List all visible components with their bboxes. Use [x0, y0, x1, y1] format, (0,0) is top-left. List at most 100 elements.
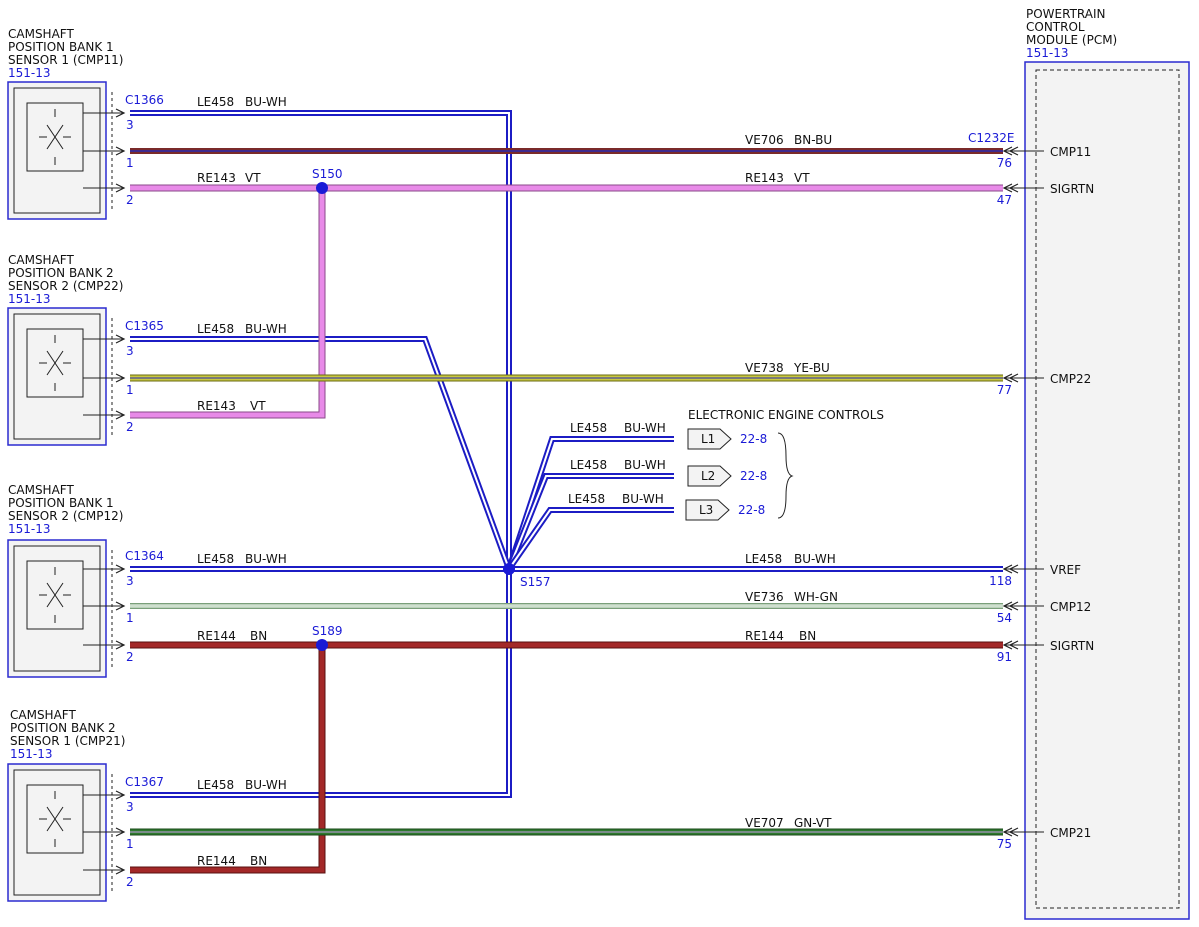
pcm-pin-number: 118: [989, 574, 1012, 588]
sensor-connector-label: C1365: [125, 319, 164, 333]
pin-arrow-icon: [115, 790, 126, 800]
hall-element-icon: [39, 791, 71, 847]
wire-label-circuit: VE706: [745, 133, 784, 147]
splice-dot-s150: [316, 182, 328, 194]
wire-label-circuit: LE458: [570, 421, 607, 435]
pcm-pin: 118 VREF: [989, 563, 1081, 588]
eec-brace: [777, 432, 794, 519]
pcm-pin-number: 47: [997, 193, 1012, 207]
eec-ref-link[interactable]: 22-8: [738, 503, 765, 517]
wire-re144-sensor4-edge: [130, 645, 326, 874]
pcm-connector-label: C1232E: [968, 131, 1015, 145]
sensor-title-line: POSITION BANK 1: [8, 40, 114, 54]
wire-label-circuit: RE143: [197, 171, 236, 185]
sensor-ref: 151-13: [8, 292, 51, 306]
pcm-title-line-1: POWERTRAIN: [1026, 7, 1106, 21]
sensor-pin-number: 2: [126, 193, 134, 207]
wire-le458-branch-l3-core: [508, 509, 674, 570]
eec-ref-link[interactable]: 22-8: [740, 432, 767, 446]
pcm-pin-name: VREF: [1050, 563, 1081, 577]
pcm-pin-name: SIGRTN: [1050, 639, 1094, 653]
sensor-pin-number: 1: [126, 383, 134, 397]
wire-label-circuit: LE458: [570, 458, 607, 472]
pcm-pin-layer: 76CMP1147SIGRTN77CMP22118VREF54CMP1291SI…: [989, 145, 1094, 851]
sensor-title-line: SENSOR 1 (CMP11): [8, 53, 123, 67]
wire-label-color: WH-GN: [794, 590, 838, 604]
pin-arrow-icon: [1002, 373, 1019, 383]
sensor-title-line: SENSOR 2 (CMP12): [8, 509, 123, 523]
wire-label-circuit: RE143: [745, 171, 784, 185]
sensor-pin-number: 1: [126, 837, 134, 851]
eec-title: ELECTRONIC ENGINE CONTROLS: [688, 408, 884, 422]
bu-wh-harness: [130, 110, 1003, 798]
hall-element-icon: [39, 335, 71, 391]
hall-element-icon: [39, 109, 71, 165]
pcm-pin-name: CMP22: [1050, 372, 1091, 386]
wire-re143-sensor2: [130, 188, 325, 418]
sensor-title-line: POSITION BANK 2: [10, 721, 116, 735]
pin-arrow-icon: [115, 334, 126, 344]
pin-arrow-icon: [115, 108, 126, 118]
splice-label-s157: S157: [520, 575, 551, 589]
pcm-pin-number: 76: [997, 156, 1012, 170]
wire-label-color: BN: [250, 629, 267, 643]
wire-label-circuit: RE143: [197, 399, 236, 413]
wire-label-color: BU-WH: [622, 492, 664, 506]
sensor-title-line: CAMSHAFT: [8, 483, 74, 497]
sensor-connector-label: C1364: [125, 549, 164, 563]
wire-label-circuit: LE458: [197, 552, 234, 566]
pin-arrow-icon: [1002, 601, 1019, 611]
pin-arrow-icon: [1002, 564, 1019, 574]
eec-references: ELECTRONIC ENGINE CONTROLS L1 22-8 L2 22…: [685, 408, 884, 521]
sensor-pin-number: 1: [126, 156, 134, 170]
sensor-pin-number: 2: [126, 650, 134, 664]
pcm-pin: 77 CMP22: [997, 372, 1092, 397]
eec-ref-link[interactable]: 22-8: [740, 469, 767, 483]
pcm-pin-number: 91: [997, 650, 1012, 664]
pin-arrow-icon: [1002, 640, 1019, 650]
sensor-title-line: CAMSHAFT: [8, 253, 74, 267]
eec-flag-label: L1: [701, 432, 715, 446]
sensor-pin-number: 3: [126, 118, 134, 132]
wire-le458-sensor2-core: [130, 338, 510, 570]
sensor-title-line: SENSOR 2 (CMP22): [8, 279, 123, 293]
splice-dot-s189: [316, 639, 328, 651]
splice-dot-s157: [503, 563, 515, 575]
eec-flag-l2[interactable]: [687, 465, 732, 487]
eec-flag-l3[interactable]: [685, 499, 730, 521]
sensor-pin-number: 3: [126, 344, 134, 358]
wire-label-color: BN: [799, 629, 816, 643]
wire-label-color: VT: [245, 171, 261, 185]
pcm-pin-number: 75: [997, 837, 1012, 851]
pcm-title-line-3: MODULE (PCM): [1026, 33, 1117, 47]
wire-label-color: BU-WH: [245, 778, 287, 792]
wire-label-circuit: RE144: [197, 854, 236, 868]
wires: [130, 110, 1003, 874]
wire-label-color: BU-WH: [245, 95, 287, 109]
wire-label-color: BU-WH: [794, 552, 836, 566]
pcm-pin-number: 54: [997, 611, 1012, 625]
pin-arrow-icon: [1002, 146, 1019, 156]
pcm-title-line-2: CONTROL: [1026, 20, 1085, 34]
eec-flag-l1[interactable]: [687, 428, 732, 450]
sensor-pin-number: 1: [126, 611, 134, 625]
pcm-pin-number: 77: [997, 383, 1012, 397]
pcm-ref: 151-13: [1026, 46, 1069, 60]
sensor-pin-number: 3: [126, 800, 134, 814]
wire-re144-sensor4: [130, 645, 325, 873]
wire-label-circuit: VE738: [745, 361, 784, 375]
pcm-inner-box: [1035, 69, 1180, 909]
sensor-ref: 151-13: [8, 66, 51, 80]
wire-label-color: VT: [250, 399, 266, 413]
wire-label-circuit: RE144: [745, 629, 784, 643]
pin-arrow-icon: [115, 373, 126, 383]
wire-label-color: BU-WH: [245, 552, 287, 566]
sensor-pin-number: 2: [126, 420, 134, 434]
pcm-outer-box: [1024, 61, 1190, 920]
sensor-ref: 151-13: [8, 522, 51, 536]
wire-labels: LE458 BU-WH VE706 BN-BU RE143 VT RE143 V…: [197, 95, 838, 868]
